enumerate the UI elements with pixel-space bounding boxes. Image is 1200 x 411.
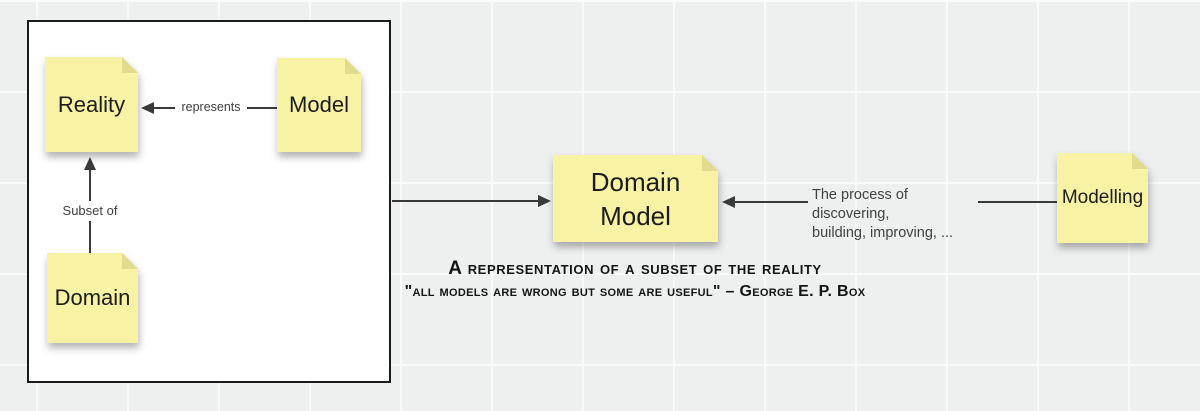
folded-corner xyxy=(1132,153,1148,169)
connector-line xyxy=(154,107,175,109)
note-modelling[interactable]: Modelling xyxy=(1057,153,1148,243)
note-domain[interactable]: Domain xyxy=(47,253,138,343)
connector-label[interactable]: Subset of xyxy=(62,203,118,218)
note-label: Modelling xyxy=(1061,187,1144,208)
note-label: Model xyxy=(289,92,349,117)
folded-corner xyxy=(122,57,138,73)
annotation-quote[interactable]: "all models are wrong but some are usefu… xyxy=(404,283,866,300)
note-label: Reality xyxy=(57,91,126,117)
connector-line xyxy=(89,221,91,253)
connector-label[interactable]: represents xyxy=(181,100,241,114)
note-label: Domain Model xyxy=(590,166,681,231)
arrowhead-up-icon xyxy=(84,157,96,170)
connector-line xyxy=(89,170,91,201)
connector-label[interactable]: The process of discovering, building, im… xyxy=(812,187,954,241)
arrowhead-left-icon xyxy=(141,102,154,114)
note-domain-model[interactable]: Domain Model xyxy=(553,155,718,242)
folded-corner xyxy=(122,253,138,269)
connector-line xyxy=(392,200,539,202)
arrowhead-right-icon xyxy=(538,195,551,207)
note-reality[interactable]: Reality xyxy=(45,57,138,152)
arrowhead-left-icon xyxy=(722,196,735,208)
connector-line xyxy=(735,201,808,203)
connector-line xyxy=(247,107,277,109)
note-model[interactable]: Model xyxy=(277,58,361,152)
folded-corner xyxy=(345,58,361,74)
folded-corner xyxy=(702,155,718,171)
connector-line xyxy=(978,201,1057,203)
note-label: Domain xyxy=(54,285,131,310)
annotation-title[interactable]: A representation of a subset of the real… xyxy=(448,258,822,279)
